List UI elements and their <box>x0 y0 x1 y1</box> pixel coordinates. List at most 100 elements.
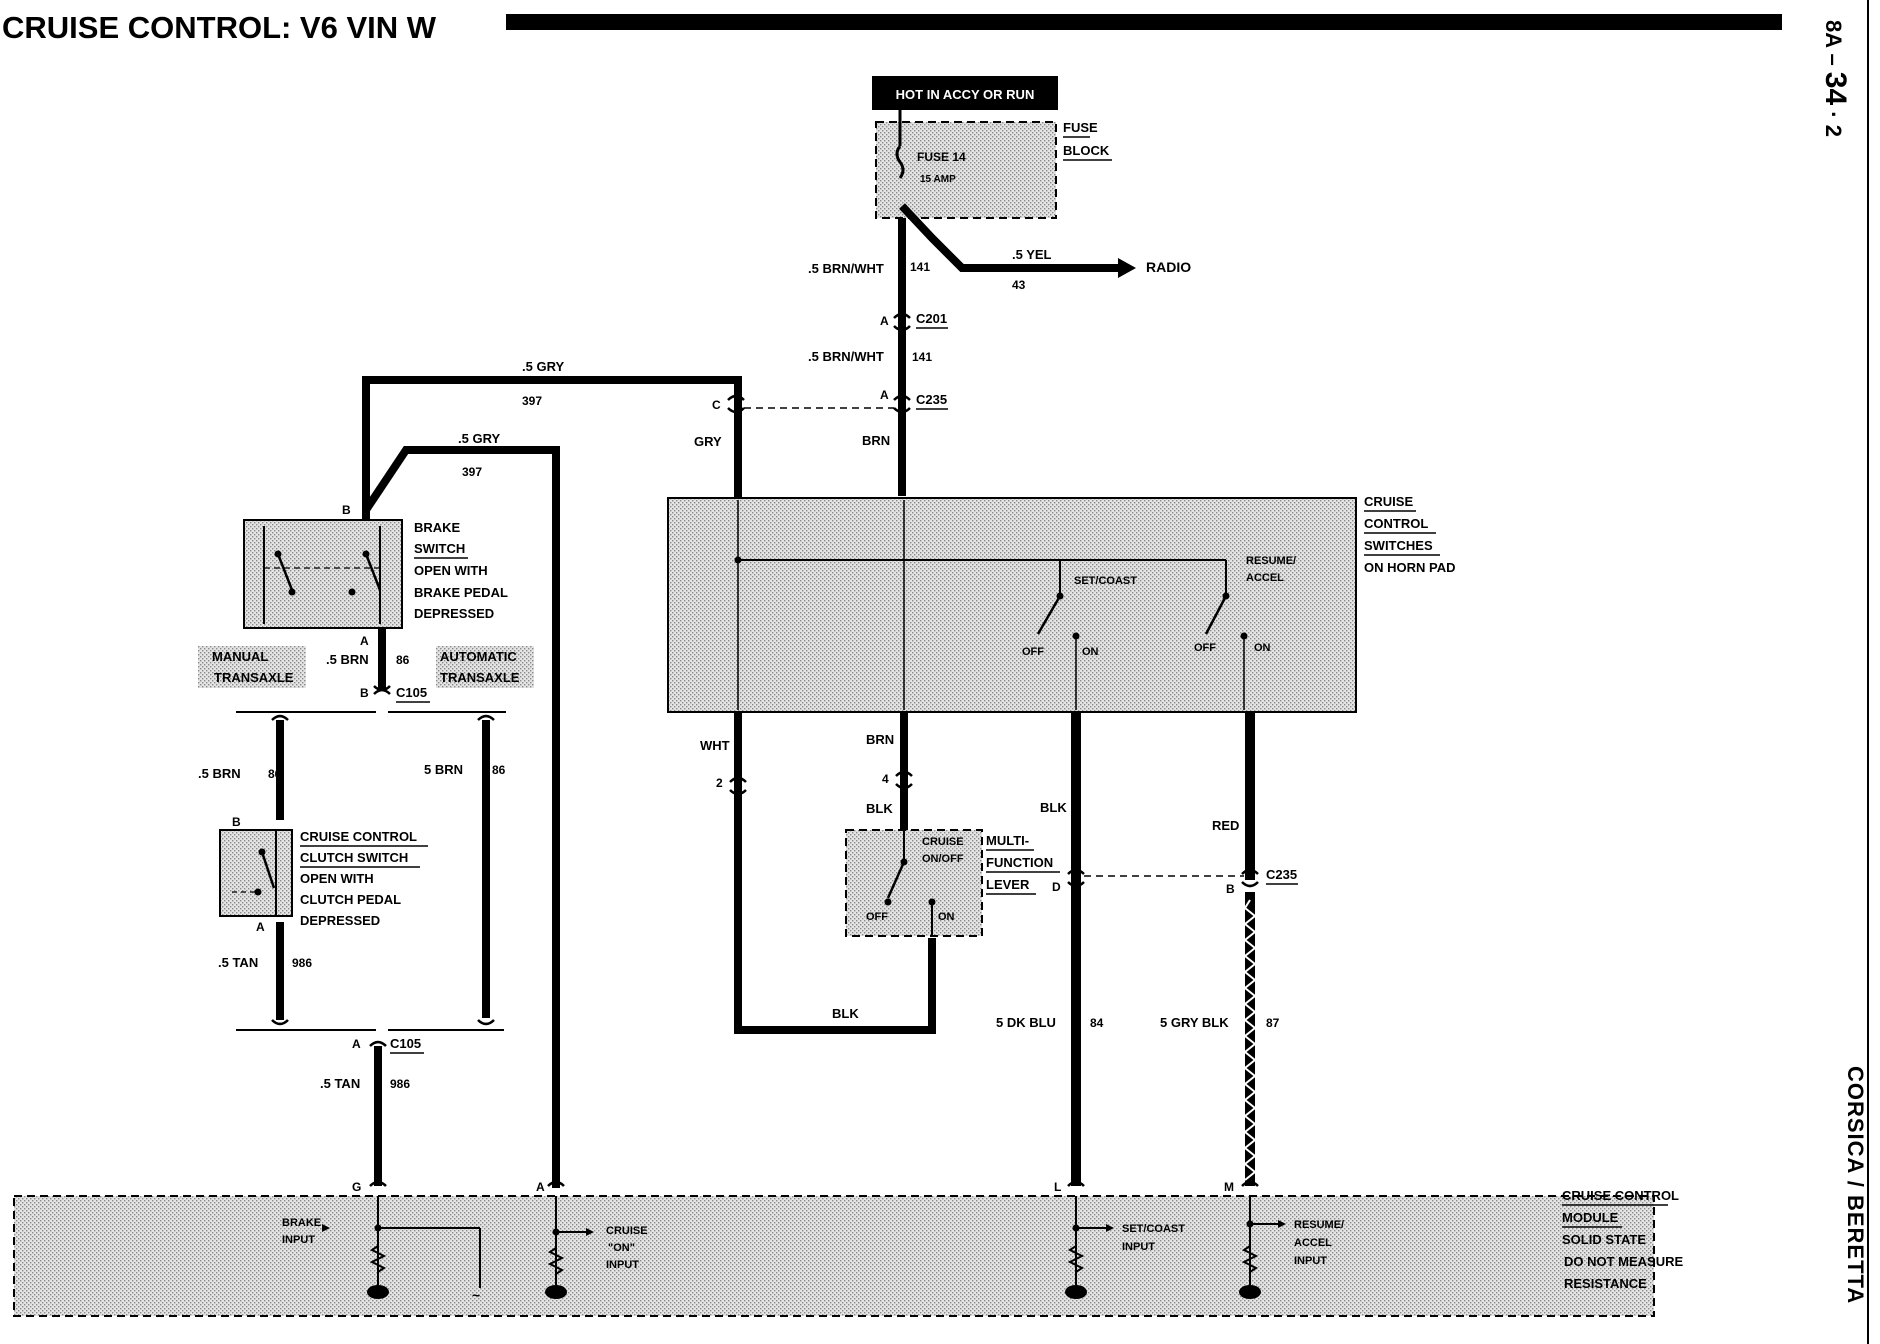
svg-text:DO NOT MEASURE: DO NOT MEASURE <box>1564 1254 1684 1269</box>
manual-transaxle-label: MANUAL TRANSAXLE <box>198 646 306 688</box>
svg-text:397: 397 <box>522 394 542 408</box>
svg-text:BLK: BLK <box>866 801 893 816</box>
wire-gry-397-upper: .5 GRY 397 GRY <box>362 359 742 520</box>
module-label-2: MODULE <box>1562 1210 1619 1225</box>
svg-text:CRUISE: CRUISE <box>606 1225 648 1237</box>
svg-text:RESUME/: RESUME/ <box>1294 1219 1344 1231</box>
wire-brn-blk-multi: BRN 4 BLK <box>866 712 913 830</box>
hot-in-accy-or-run-label: HOT IN ACCY OR RUN <box>872 76 1058 110</box>
brake-switch-label-2: SWITCH <box>414 541 465 556</box>
svg-text:5 GRY BLK: 5 GRY BLK <box>1160 1015 1229 1030</box>
wire-dk-blu-84: BLK D 5 DK BLU 84 L <box>996 712 1104 1194</box>
svg-text:C: C <box>712 398 721 412</box>
brake-switch-label-1: BRAKE <box>414 520 461 535</box>
svg-text:CRUISE: CRUISE <box>922 836 964 848</box>
svg-text:L: L <box>1054 1180 1061 1194</box>
svg-text:INPUT: INPUT <box>1294 1255 1327 1267</box>
svg-text:TRANSAXLE: TRANSAXLE <box>440 670 520 685</box>
svg-text:BRN: BRN <box>866 732 894 747</box>
svg-text:A: A <box>360 634 369 648</box>
svg-text:A: A <box>880 388 889 402</box>
svg-text:RESUME/: RESUME/ <box>1246 555 1296 567</box>
svg-text:OFF: OFF <box>1194 642 1216 654</box>
svg-text:A: A <box>352 1037 361 1051</box>
svg-text:86: 86 <box>268 767 282 781</box>
svg-text:TRANSAXLE: TRANSAXLE <box>214 670 294 685</box>
set-coast-input: SET/COAST INPUT <box>1065 1196 1185 1299</box>
svg-text:"ON": "ON" <box>608 1242 635 1254</box>
svg-text:86: 86 <box>492 763 506 777</box>
fuse-amp: 15 AMP <box>920 174 956 185</box>
svg-text:RED: RED <box>1212 818 1239 833</box>
wire-wht-blk-loop: WHT 2 BLK <box>700 712 936 1034</box>
page-ref-section: 8A <box>1821 20 1846 48</box>
fuse-block: FUSE 14 15 AMP FUSE BLOCK <box>875 110 1112 219</box>
svg-text:INPUT: INPUT <box>606 1259 639 1271</box>
svg-text:986: 986 <box>390 1077 410 1091</box>
multifunction-lever: CRUISE ON/OFF OFF ON MULTI- FUNCTION LEV… <box>845 829 1060 937</box>
svg-text:C105: C105 <box>390 1036 421 1051</box>
svg-text:BRAKE PEDAL: BRAKE PEDAL <box>414 585 508 600</box>
svg-text:141: 141 <box>912 350 932 364</box>
svg-text:.5 BRN/WHT: .5 BRN/WHT <box>808 349 884 364</box>
title-rule <box>506 14 1782 30</box>
svg-text:ON: ON <box>938 911 955 923</box>
fuse-block-label-1: FUSE <box>1063 120 1098 135</box>
horn-pad-label-1: CRUISE <box>1364 494 1413 509</box>
svg-text:BLK: BLK <box>1040 800 1067 815</box>
multifunction-label-3: LEVER <box>986 877 1030 892</box>
svg-text:5 DK BLU: 5 DK BLU <box>996 1015 1056 1030</box>
vehicle-side-label: CORSICA / BERETTA <box>1843 1066 1868 1305</box>
svg-text:B: B <box>232 815 241 829</box>
svg-text:A: A <box>880 314 889 328</box>
svg-text:D: D <box>1052 880 1061 894</box>
automatic-transaxle-label: AUTOMATIC TRANSAXLE <box>436 646 534 688</box>
wire-gry-397-lower: .5 GRY 397 <box>362 431 560 1188</box>
horn-pad-label-2: CONTROL <box>1364 516 1428 531</box>
resume-accel-input: RESUME/ ACCEL INPUT <box>1239 1196 1344 1299</box>
svg-text:.5 BRN: .5 BRN <box>198 766 241 781</box>
svg-text:.5 GRY: .5 GRY <box>522 359 564 374</box>
radio-label: RADIO <box>1146 259 1191 275</box>
svg-text:OFF: OFF <box>866 911 888 923</box>
svg-text:DEPRESSED: DEPRESSED <box>414 606 494 621</box>
multifunction-label-1: MULTI- <box>986 833 1029 848</box>
svg-text:86: 86 <box>396 653 410 667</box>
brake-input: ~ BRAKE INPUT <box>282 1196 481 1303</box>
svg-text:.5 BRN: .5 BRN <box>326 652 369 667</box>
clutch-switch-label-2: CLUTCH SWITCH <box>300 850 408 865</box>
svg-text:A: A <box>536 1180 545 1194</box>
svg-text:SET/COAST: SET/COAST <box>1074 575 1137 587</box>
svg-text:BRAKE: BRAKE <box>282 1217 321 1229</box>
svg-text:A: A <box>256 920 265 934</box>
wire-brn-86-upper: .5 BRN 86 B C105 <box>326 628 430 703</box>
svg-text:RESISTANCE: RESISTANCE <box>1564 1276 1647 1291</box>
svg-text:INPUT: INPUT <box>282 1234 315 1246</box>
connector-c201: A C201 <box>880 311 948 332</box>
svg-text:986: 986 <box>292 956 312 970</box>
cruise-control-switches-horn-pad: SET/COAST RESUME/ ACCEL OFF ON OFF ON CR… <box>667 494 1455 713</box>
multifunction-label-2: FUNCTION <box>986 855 1053 870</box>
svg-text:.5 BRN/WHT: .5 BRN/WHT <box>808 261 884 276</box>
module-label-1: CRUISE CONTROL <box>1562 1188 1679 1203</box>
svg-text:.5 TAN: .5 TAN <box>218 955 258 970</box>
svg-text:.5 TAN: .5 TAN <box>320 1076 360 1091</box>
svg-text:C235: C235 <box>1266 867 1297 882</box>
svg-text:M: M <box>1224 1180 1234 1194</box>
svg-text:2: 2 <box>716 776 723 790</box>
wire-gry-blk-87: RED B C235 5 GRY BLK 87 M <box>1160 712 1298 1194</box>
svg-text:~: ~ <box>472 1287 480 1303</box>
page-ref-sub: 2 <box>1821 124 1846 137</box>
page-title: CRUISE CONTROL: V6 VIN W <box>2 10 437 45</box>
svg-text:G: G <box>352 1180 361 1194</box>
connector-c235-top: A C C235 <box>712 388 948 414</box>
clutch-switch: B A CRUISE CONTROL CLUTCH SWITCH OPEN WI… <box>219 815 428 934</box>
fuse-label: FUSE 14 <box>917 150 966 164</box>
svg-text:141: 141 <box>910 260 930 274</box>
svg-text:CLUTCH PEDAL: CLUTCH PEDAL <box>300 892 401 907</box>
svg-text:84: 84 <box>1090 1016 1104 1030</box>
svg-text:B: B <box>1226 882 1235 896</box>
svg-text:GRY: GRY <box>694 434 722 449</box>
svg-text:C235: C235 <box>916 392 947 407</box>
